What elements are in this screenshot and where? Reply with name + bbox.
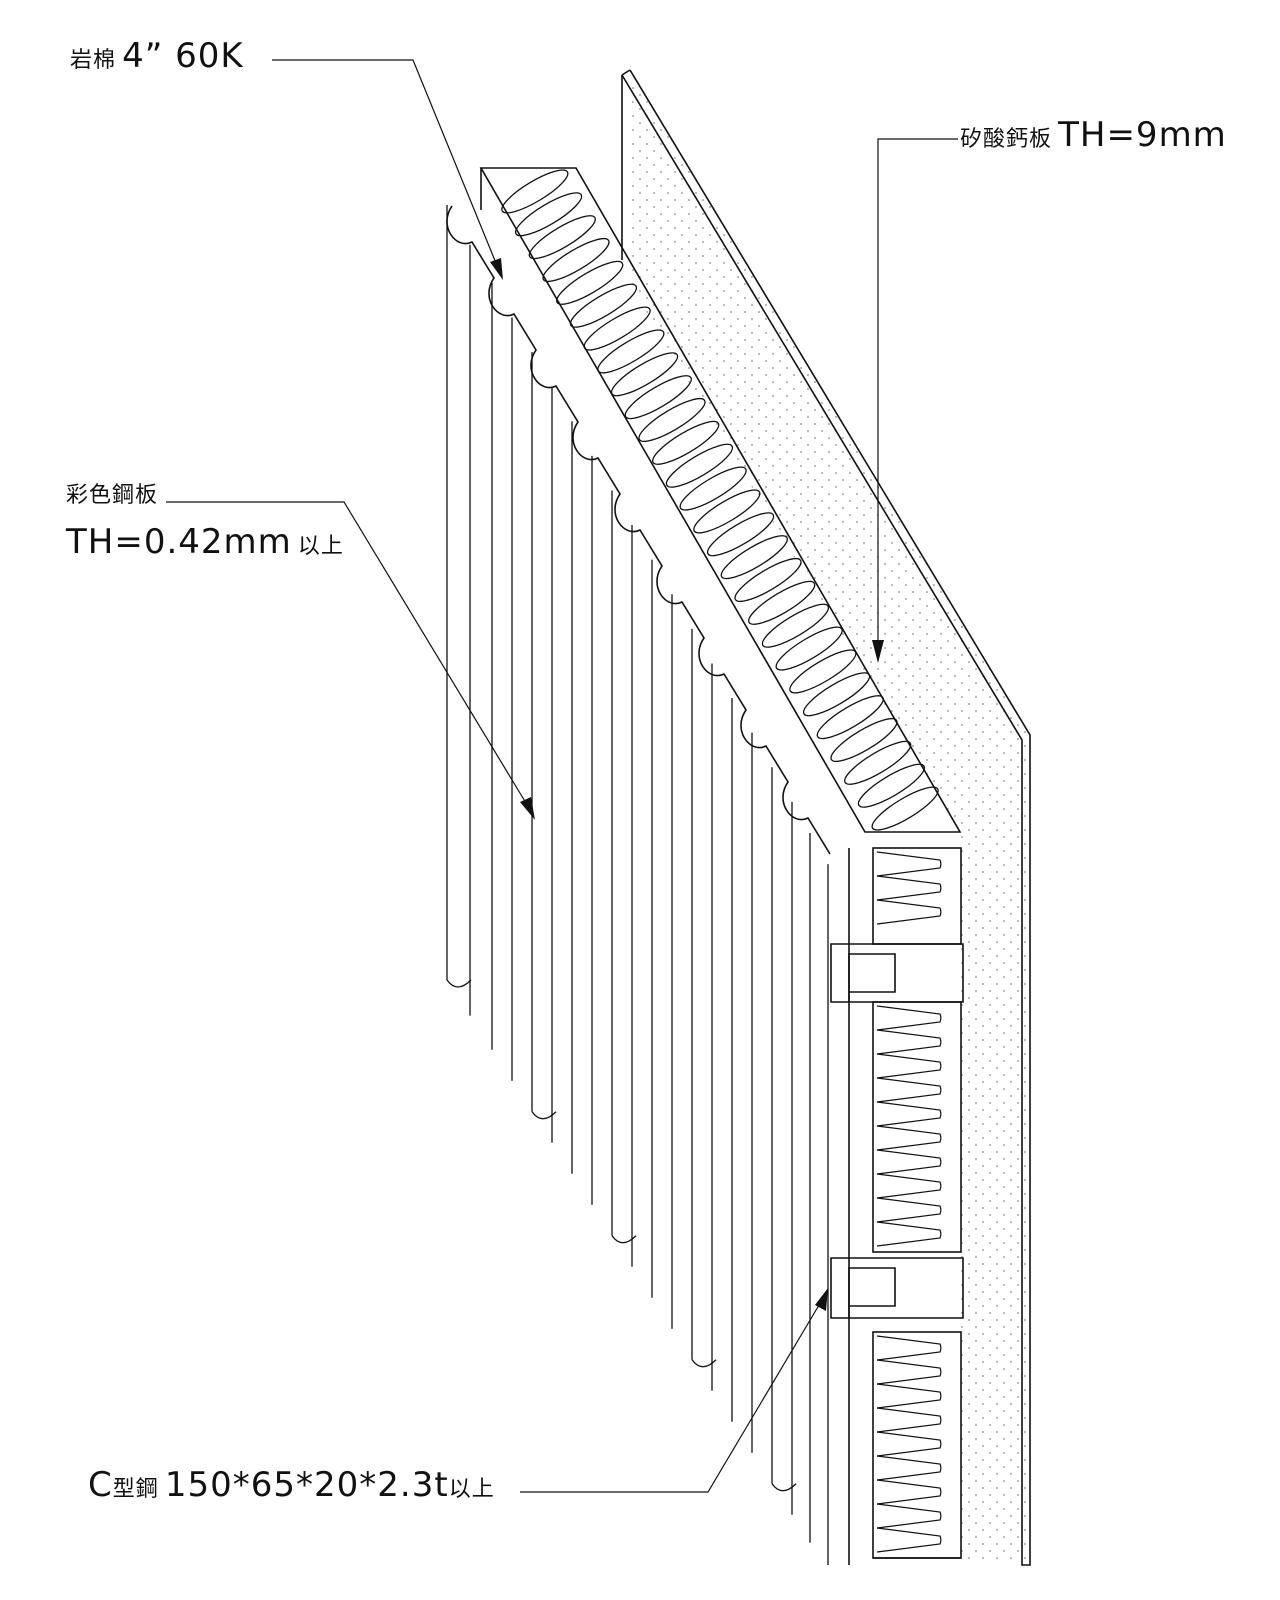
rockwool-label-cjk: 岩棉 xyxy=(70,48,117,73)
rockwool-label-spec: 4” 60K xyxy=(122,36,244,76)
c-channel-label-suffix: 以上 xyxy=(448,1477,495,1502)
insulation-coil xyxy=(542,237,610,283)
insulation-loop xyxy=(876,1335,942,1361)
insulation-coil xyxy=(748,580,816,625)
insulation-loop xyxy=(876,1125,942,1151)
corrugation-bottom xyxy=(691,1359,717,1368)
rockwool-insulation-top xyxy=(479,167,962,833)
color-steel-sheet xyxy=(446,205,831,1565)
insulation-coil xyxy=(624,375,692,420)
leader-c-channel xyxy=(520,1288,828,1493)
corrugation-bottom xyxy=(531,1111,557,1120)
color-steel-label-cjk: 彩色鋼板 xyxy=(66,483,159,508)
insulation-loop xyxy=(876,1383,942,1409)
insulation-loop xyxy=(876,875,942,901)
insulation-loop xyxy=(876,1527,942,1553)
leader-color-steel xyxy=(166,501,535,820)
insulation-coil xyxy=(665,443,734,488)
insulation-coil xyxy=(830,717,898,763)
insulation-coil xyxy=(652,420,720,465)
c-channel-label: C型鋼 150*65*20*2.3t以上 xyxy=(88,1465,495,1505)
insulation-coil xyxy=(857,763,926,808)
insulation-coil xyxy=(816,695,884,740)
insulation-coil xyxy=(679,466,747,511)
insulation-coil xyxy=(514,192,583,237)
insulation-loop xyxy=(876,1101,942,1127)
insulation-loop xyxy=(876,1173,942,1199)
color-steel-label-spec-line: TH=0.42mm 以上 xyxy=(66,522,344,562)
insulation-loop xyxy=(876,1455,942,1481)
leader-rockwool xyxy=(272,59,503,280)
insulation-loop xyxy=(876,1221,942,1247)
insulation-coil xyxy=(693,489,761,534)
insulation-coil xyxy=(761,603,830,648)
calcium-silicate-label-spec: TH=9mm xyxy=(1058,115,1227,155)
rockwool-label: 岩棉 4” 60K xyxy=(70,36,244,76)
insulation-coil xyxy=(802,672,871,717)
leader-calcium-silicate xyxy=(872,138,958,663)
insulation-loop xyxy=(876,851,942,877)
insulation-loop xyxy=(876,1029,942,1055)
insulation-loop xyxy=(876,1149,942,1175)
c-channel-label-prefix: C xyxy=(88,1465,113,1505)
insulation-coil xyxy=(720,535,788,580)
corrugation-bottom xyxy=(611,1235,637,1244)
calcium-silicate-label-cjk: 矽酸鈣板 xyxy=(960,127,1053,152)
color-steel-label-spec: TH=0.42mm xyxy=(66,522,292,562)
insulation-coil xyxy=(734,557,802,603)
insulation-loop xyxy=(876,1431,942,1457)
insulation-coil xyxy=(569,283,638,328)
color-steel-label-suffix: 以上 xyxy=(297,534,344,559)
insulation-loop xyxy=(876,1503,942,1529)
insulation-loop xyxy=(876,1359,942,1385)
rockwool-insulation-vertical xyxy=(872,847,962,1559)
insulation-coil xyxy=(556,260,624,305)
insulation-coil xyxy=(844,740,912,785)
insulation-coil xyxy=(789,649,857,694)
c-channel-steel xyxy=(830,848,964,1565)
insulation-coil xyxy=(597,329,665,374)
insulation-loop xyxy=(876,1005,942,1031)
insulation-loop xyxy=(876,1197,942,1223)
calcium-silicate-label: 矽酸鈣板 TH=9mm xyxy=(960,115,1227,155)
insulation-coil xyxy=(583,306,651,351)
c-channel-label-spec: 150*65*20*2.3t xyxy=(164,1465,449,1505)
insulation-loop xyxy=(876,899,942,925)
insulation-loop xyxy=(876,1077,942,1103)
corrugation-bottom xyxy=(771,1483,797,1492)
insulation-loop xyxy=(876,1479,942,1505)
insulation-coil xyxy=(610,352,679,397)
insulation-coil xyxy=(775,626,843,671)
insulation-coil xyxy=(501,169,569,214)
insulation-coil xyxy=(706,512,775,557)
insulation-coil xyxy=(528,215,596,260)
c-channel-label-cjk: 型鋼 xyxy=(112,1477,159,1502)
corrugation-bottom xyxy=(446,979,472,988)
insulation-loop xyxy=(876,1053,942,1079)
insulation-loop xyxy=(876,1407,942,1433)
insulation-coil xyxy=(638,397,706,443)
insulation-coil xyxy=(871,786,939,831)
calcium-silicate-board xyxy=(621,69,1031,1566)
